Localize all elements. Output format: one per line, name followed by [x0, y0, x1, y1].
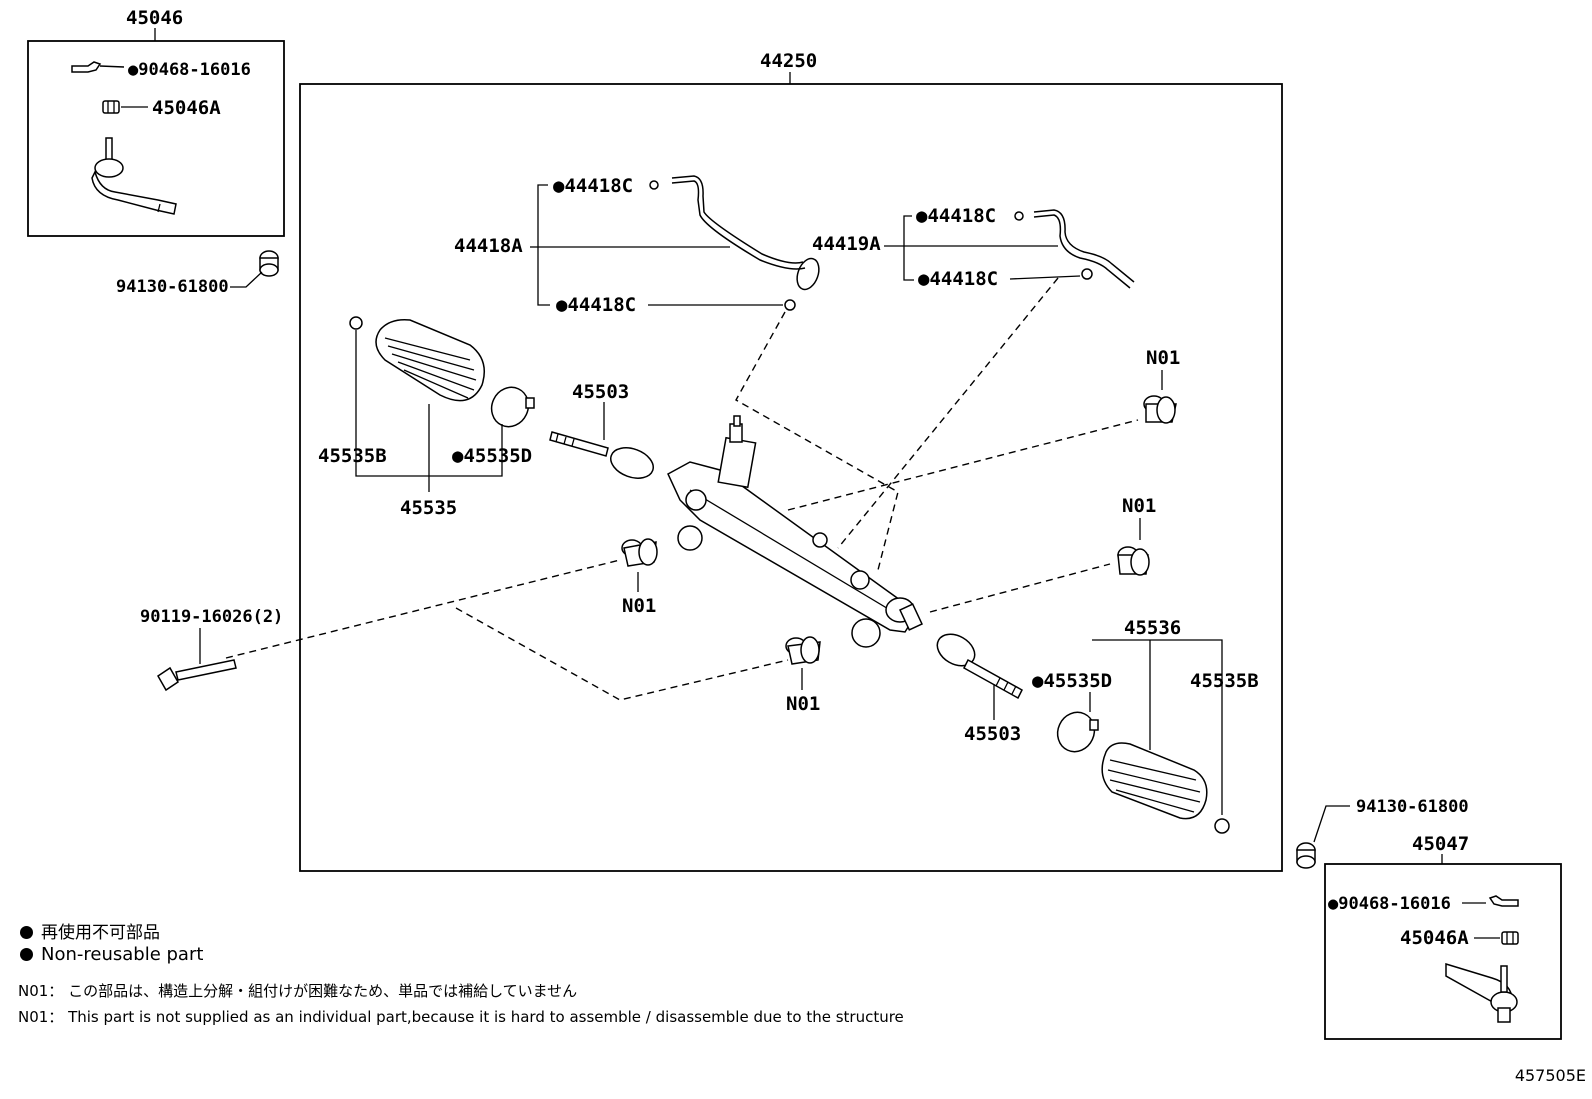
- bushing-n01-bottom: [785, 636, 821, 665]
- tie-rod-end-icon: [91, 137, 177, 215]
- bushing-n01-right-top: [1143, 395, 1177, 424]
- cotter-pin-icon: [71, 61, 125, 73]
- label-n01-1: N01: [1146, 347, 1180, 369]
- clamp-left: [490, 386, 535, 428]
- legend-jp-text: 再使用不可部品: [41, 923, 160, 943]
- label-n01-3: N01: [622, 595, 656, 617]
- box-44250: [299, 83, 1283, 872]
- legend-jp: 再使用不可部品: [20, 918, 160, 943]
- inner-tie-rod-bottom: [936, 633, 1023, 700]
- label-45046A-bottom: 45046A: [1400, 927, 1469, 949]
- collar-icon: [259, 250, 279, 277]
- label-94130-61800-bottom: 94130-61800: [1356, 797, 1469, 817]
- bushing-n01-right-mid: [1117, 546, 1150, 576]
- diagram-code: 457505E: [1514, 1066, 1586, 1085]
- bushing-n01-left: [621, 538, 658, 567]
- nut-icon: [102, 100, 120, 114]
- label-44418A: 44418A: [454, 235, 523, 257]
- box-45046: [27, 40, 285, 237]
- bellows-boot-left: [375, 318, 485, 402]
- label-45535B-right: 45535B: [1190, 670, 1259, 692]
- bullet-icon: [20, 948, 33, 961]
- tie-rod-end-bottom-icon: [1445, 962, 1518, 1023]
- label-45046: 45046: [126, 7, 183, 29]
- label-45503-bottom: 45503: [964, 723, 1021, 745]
- fluid-pipe-44419A: [1033, 209, 1135, 289]
- bellows-boot-right: [1101, 742, 1208, 820]
- label-94130-61800-top: 94130-61800: [116, 277, 229, 297]
- label-90468-16016-top: ●90468-16016: [128, 60, 251, 80]
- label-45503-top: 45503: [572, 381, 629, 403]
- box-45047: [1324, 863, 1562, 1040]
- bullet-icon: [20, 926, 33, 939]
- label-45535D-right: ●45535D: [1032, 670, 1112, 692]
- legend-en-text: Non-reusable part: [41, 944, 204, 965]
- bolt-icon: [157, 659, 237, 692]
- label-45046A-top: 45046A: [152, 97, 221, 119]
- label-44418C-3: ●44418C: [916, 205, 996, 227]
- cotter-pin-bottom-icon: [1488, 895, 1519, 907]
- legend-en: Non-reusable part: [20, 944, 203, 965]
- fluid-pipe-44418A: [671, 175, 820, 311]
- label-90119-16026: 90119-16026(2): [140, 607, 283, 627]
- label-90468-16016-bottom: ●90468-16016: [1328, 894, 1451, 914]
- nut-bottom-icon: [1501, 931, 1519, 945]
- label-45536: 45536: [1124, 617, 1181, 639]
- clamp-right: [1056, 711, 1099, 753]
- note-jp: N01： この部品は、構造上分解・組付けが困難なため、単品では補給していません: [18, 982, 578, 1000]
- label-45535: 45535: [400, 497, 457, 519]
- label-44418C-1: ●44418C: [553, 175, 633, 197]
- label-45047: 45047: [1412, 833, 1469, 855]
- label-n01-4: N01: [786, 693, 820, 715]
- label-44419A: 44419A: [812, 233, 881, 255]
- note-en: N01： This part is not supplied as an ind…: [18, 1008, 904, 1026]
- label-45535D-left: ●45535D: [452, 445, 532, 467]
- label-44418C-4: ●44418C: [918, 268, 998, 290]
- steering-gear-assembly: [667, 415, 923, 648]
- collar-bottom-icon: [1296, 842, 1316, 869]
- label-44250: 44250: [760, 50, 817, 72]
- label-n01-2: N01: [1122, 495, 1156, 517]
- label-44418C-2: ●44418C: [556, 294, 636, 316]
- label-45535B-left: 45535B: [318, 445, 387, 467]
- inner-tie-rod-top: [549, 431, 654, 479]
